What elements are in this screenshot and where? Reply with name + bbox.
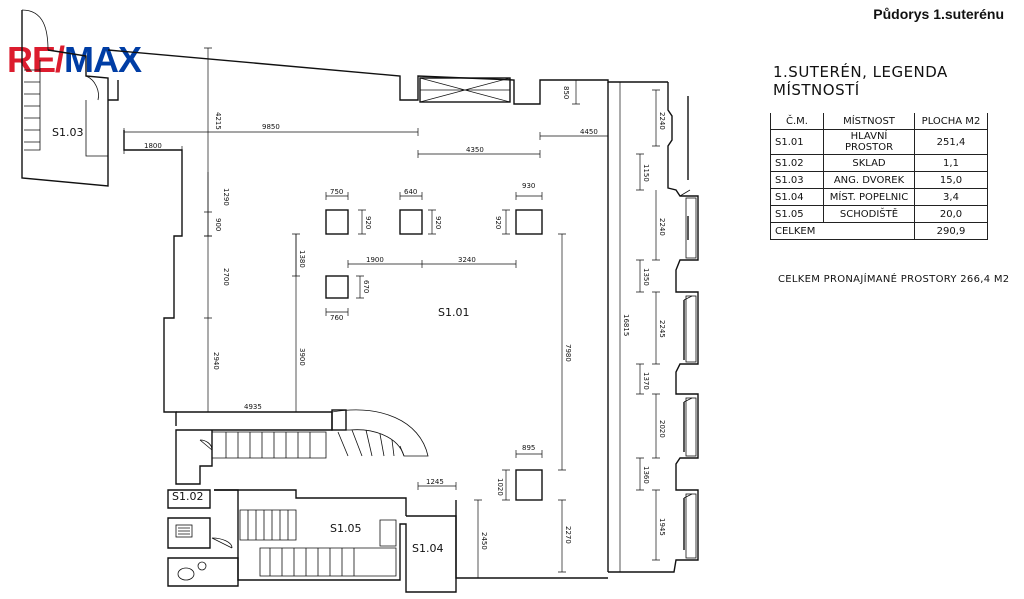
table-row: S1.02 SKLAD 1,1 xyxy=(770,154,988,172)
table-row: S1.04 MÍST. POPELNIC 3,4 xyxy=(770,188,988,206)
dim-2240-b: 2240 xyxy=(658,218,666,236)
dim-895: 895 xyxy=(522,444,535,452)
courtyard-s103 xyxy=(21,9,109,187)
dim-1020: 1020 xyxy=(496,478,504,496)
skylight xyxy=(419,77,511,103)
dim-850: 850 xyxy=(562,86,570,99)
columns xyxy=(325,209,543,501)
dim-4935: 4935 xyxy=(244,403,262,411)
room-labels: S1.01 S1.02 S1.03 S1.04 S1.05 xyxy=(52,126,469,555)
room-s105-label: S1.05 xyxy=(330,522,361,535)
dim-920-a: 920 xyxy=(364,216,372,229)
table-row: S1.03 ANG. DVOREK 15,0 xyxy=(770,171,988,189)
dim-1360: 1360 xyxy=(642,466,650,484)
dim-4450: 4450 xyxy=(580,128,598,136)
dim-2020: 2020 xyxy=(658,420,666,438)
remax-logo: RE/MAX xyxy=(7,39,142,80)
dim-920-b: 920 xyxy=(434,216,442,229)
dim-4215: 4215 xyxy=(214,112,222,130)
dim-7980: 7980 xyxy=(564,344,572,362)
room-s103-label: S1.03 xyxy=(52,126,83,139)
room-s104-label: S1.04 xyxy=(412,542,443,555)
legend-col-number: Č.M. xyxy=(770,113,824,130)
dim-3240: 3240 xyxy=(458,256,476,264)
dimension-labels: 9850 4215 1800 1290 900 2700 2940 4935 3… xyxy=(144,86,666,550)
dim-920-c: 920 xyxy=(494,216,502,229)
dim-1150: 1150 xyxy=(642,164,650,182)
room-s101-label: S1.01 xyxy=(438,306,469,319)
legend-col-area: PLOCHA M2 xyxy=(914,113,988,130)
dim-1800: 1800 xyxy=(144,142,162,150)
dim-2700: 2700 xyxy=(222,268,230,286)
dimension-lines xyxy=(123,47,660,579)
dim-1350: 1350 xyxy=(642,268,650,286)
room-s102-label: S1.02 xyxy=(172,490,203,503)
table-row: S1.05 SCHODIŠTĚ 20,0 xyxy=(770,205,988,223)
dim-930: 930 xyxy=(522,182,535,190)
table-row: S1.01 HLAVNÍ PROSTOR 251,4 xyxy=(770,129,988,155)
legend-col-room: MÍSTNOST xyxy=(823,113,915,130)
rentable-area-note: CELKEM PRONAJÍMANÉ PROSTORY 266,4 M2 xyxy=(778,274,1010,285)
dim-1370: 1370 xyxy=(642,372,650,390)
dim-900: 900 xyxy=(214,218,222,231)
dim-750: 750 xyxy=(330,188,343,196)
dim-640: 640 xyxy=(404,188,417,196)
dim-760: 760 xyxy=(330,314,343,322)
dim-2940: 2940 xyxy=(212,352,220,370)
legend-title: 1.SUTERÉN, LEGENDA MÍSTNOSTÍ xyxy=(773,63,948,99)
document-title: Půdorys 1.suterénu xyxy=(873,6,1004,22)
dim-1945: 1945 xyxy=(658,518,666,536)
dim-4350: 4350 xyxy=(466,146,484,154)
dim-2245: 2245 xyxy=(658,320,666,338)
legend-total-row: CELKEM 290,9 xyxy=(770,222,988,240)
dim-2270: 2270 xyxy=(564,526,572,544)
dim-1245: 1245 xyxy=(426,478,444,486)
dim-1290: 1290 xyxy=(222,188,230,206)
dim-2240-a: 2240 xyxy=(658,112,666,130)
dim-3900: 3900 xyxy=(298,348,306,366)
dim-16815: 16815 xyxy=(622,314,630,336)
dim-9850: 9850 xyxy=(262,123,280,131)
dim-2450: 2450 xyxy=(480,532,488,550)
dim-1380: 1380 xyxy=(298,250,306,268)
service-area xyxy=(167,409,457,593)
legend-table: Č.M. MÍSTNOST PLOCHA M2 S1.01 HLAVNÍ PRO… xyxy=(770,113,988,240)
dim-1900: 1900 xyxy=(366,256,384,264)
dim-670: 670 xyxy=(362,280,370,293)
